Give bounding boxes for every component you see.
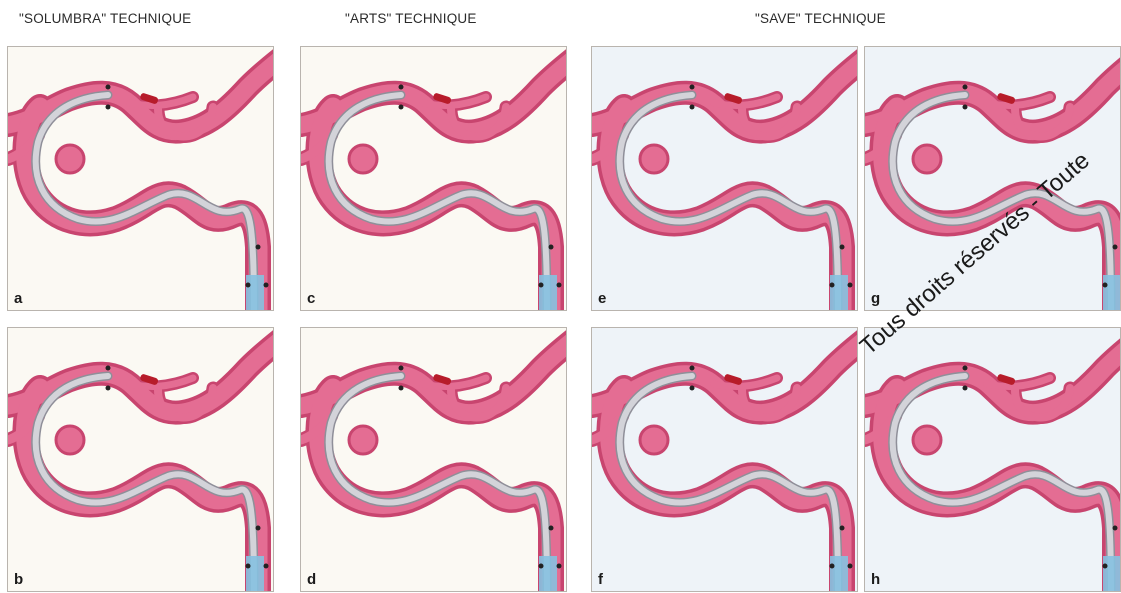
vessel-bulb bbox=[913, 426, 941, 454]
vessel-bulb bbox=[913, 145, 941, 173]
marker-dot bbox=[690, 386, 695, 391]
marker-dot bbox=[690, 366, 695, 371]
marker-dot bbox=[549, 526, 554, 531]
marker-dot bbox=[539, 564, 544, 569]
guide-sheath bbox=[539, 556, 557, 592]
panel-label-b: b bbox=[14, 571, 23, 588]
marker-dot bbox=[246, 283, 251, 288]
marker-dot bbox=[1103, 564, 1108, 569]
save-technique-heading: "SAVE" TECHNIQUE bbox=[755, 11, 886, 26]
marker-dot bbox=[848, 283, 853, 288]
vessel-bulb bbox=[640, 426, 668, 454]
marker-dot bbox=[264, 564, 269, 569]
marker-dot bbox=[106, 366, 111, 371]
vessel-diagram-h bbox=[865, 328, 1121, 592]
guide-sheath bbox=[539, 275, 557, 311]
panel-label-e: e bbox=[598, 290, 606, 307]
marker-dot bbox=[256, 526, 261, 531]
panel-f: f bbox=[591, 327, 858, 592]
panel-label-h: h bbox=[871, 571, 880, 588]
marker-dot bbox=[1113, 245, 1118, 250]
marker-dot bbox=[549, 245, 554, 250]
marker-dot bbox=[963, 85, 968, 90]
panel-label-c: c bbox=[307, 290, 315, 307]
panel-label-f: f bbox=[598, 571, 603, 588]
vessel-bulb bbox=[640, 145, 668, 173]
marker-dot bbox=[963, 105, 968, 110]
panel-d: d bbox=[300, 327, 567, 592]
guide-sheath bbox=[1103, 556, 1121, 592]
marker-dot bbox=[840, 245, 845, 250]
vessel-diagram-f bbox=[592, 328, 858, 592]
marker-dot bbox=[830, 564, 835, 569]
guide-sheath bbox=[830, 556, 848, 592]
panel-label-d: d bbox=[307, 571, 316, 588]
marker-dot bbox=[399, 366, 404, 371]
vessel-bulb bbox=[56, 426, 84, 454]
vessel-diagram-d bbox=[301, 328, 567, 592]
vessel-bulb bbox=[56, 145, 84, 173]
marker-dot bbox=[557, 283, 562, 288]
marker-dot bbox=[246, 564, 251, 569]
marker-dot bbox=[106, 105, 111, 110]
arts-technique-heading: "ARTS" TECHNIQUE bbox=[345, 11, 477, 26]
guide-sheath bbox=[246, 556, 264, 592]
guide-sheath bbox=[1103, 275, 1121, 311]
marker-dot bbox=[557, 564, 562, 569]
marker-dot bbox=[840, 526, 845, 531]
marker-dot bbox=[1103, 283, 1108, 288]
solumbra-technique-heading: "SOLUMBRA" TECHNIQUE bbox=[19, 11, 191, 26]
guide-sheath bbox=[246, 275, 264, 311]
panel-a: a bbox=[7, 46, 274, 311]
guide-sheath bbox=[830, 275, 848, 311]
marker-dot bbox=[963, 386, 968, 391]
marker-dot bbox=[830, 283, 835, 288]
panel-e: e bbox=[591, 46, 858, 311]
marker-dot bbox=[106, 85, 111, 90]
marker-dot bbox=[399, 105, 404, 110]
marker-dot bbox=[1113, 526, 1118, 531]
marker-dot bbox=[264, 283, 269, 288]
panel-b: b bbox=[7, 327, 274, 592]
panel-label-a: a bbox=[14, 290, 22, 307]
marker-dot bbox=[848, 564, 853, 569]
marker-dot bbox=[963, 366, 968, 371]
panel-h: h bbox=[864, 327, 1121, 592]
vessel-bulb bbox=[349, 145, 377, 173]
marker-dot bbox=[399, 85, 404, 90]
marker-dot bbox=[690, 105, 695, 110]
vessel-diagram-a bbox=[8, 47, 274, 311]
vessel-diagram-c bbox=[301, 47, 567, 311]
panel-c: c bbox=[300, 46, 567, 311]
vessel-bulb bbox=[349, 426, 377, 454]
panel-label-g: g bbox=[871, 290, 880, 307]
marker-dot bbox=[256, 245, 261, 250]
vessel-diagram-e bbox=[592, 47, 858, 311]
marker-dot bbox=[399, 386, 404, 391]
marker-dot bbox=[539, 283, 544, 288]
vessel-diagram-b bbox=[8, 328, 274, 592]
marker-dot bbox=[106, 386, 111, 391]
marker-dot bbox=[690, 85, 695, 90]
